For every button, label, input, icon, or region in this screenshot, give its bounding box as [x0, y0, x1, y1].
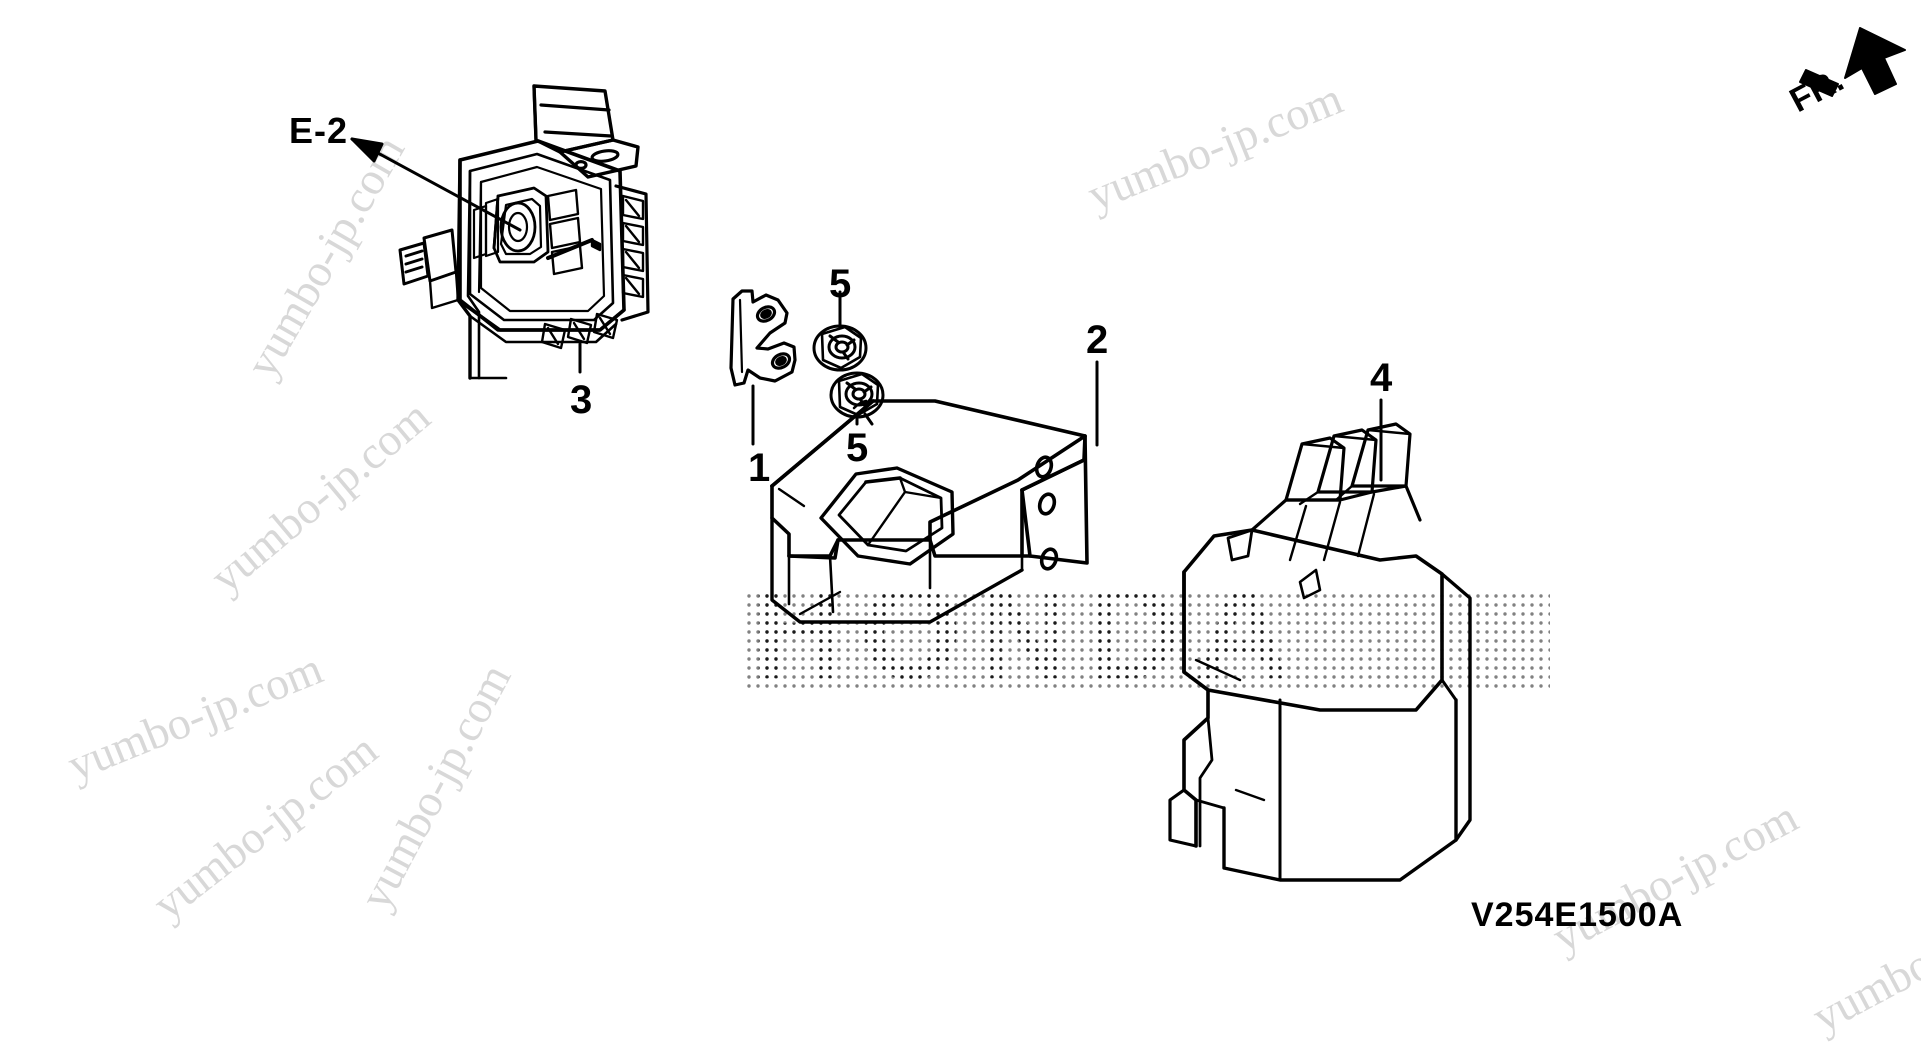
part-4-air-cleaner-cover [1168, 398, 1472, 882]
callout-part-5-upper: 5 [829, 262, 852, 306]
part-5-flange-nut-upper [812, 290, 868, 372]
part-2-insulator-spacer [770, 360, 1099, 624]
callout-part-1: 1 [748, 446, 771, 490]
honda-watermark-layer: HONDA [745, 592, 1550, 690]
honda-dot-text: HONDA [745, 592, 1550, 690]
callout-section-e2: E-2 [289, 110, 349, 151]
callout-part-2: 2 [1086, 318, 1109, 362]
callout-part-5-lower: 5 [846, 426, 869, 470]
parts-diagram-canvas: HONDA yumbo-jp.com yumbo-jp.com yumbo-jp… [60, 27, 1921, 1043]
callout-part-4: 4 [1370, 356, 1393, 400]
callout-part-3: 3 [570, 378, 593, 422]
part-3-air-cleaner-case [398, 84, 650, 380]
line-art-layer [350, 27, 1906, 882]
part-5-flange-nut-lower [829, 371, 885, 426]
diagram-code: V254E1500A [1471, 896, 1684, 934]
part-1-bracket-stay [729, 289, 797, 446]
e2-leader-arrow-icon [350, 137, 522, 232]
fr-arrow-icon [1799, 27, 1906, 97]
